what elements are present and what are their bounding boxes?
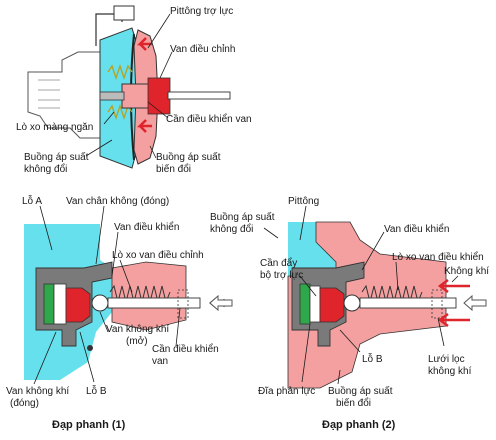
label-control-valve-right: Van điều khiển: [384, 223, 449, 235]
label-control-valve-left: Van điều khiển: [114, 221, 179, 233]
label-air-valve-open-1: Van không khí: [106, 324, 169, 335]
label-diaphragm-spring: Lò xo màng ngăn: [16, 122, 93, 133]
label-valve-rod-left-1: Cần điều khiển: [152, 343, 219, 355]
label-constant-chamber-right-1: Buồng áp suất: [210, 211, 275, 223]
label-push-rod-2: bộ trợ lực: [260, 270, 303, 281]
label-variable-chamber-right-1: Buồng áp suất: [328, 385, 393, 397]
label-valve-spring-right: Lò xo van điều khiển: [392, 251, 484, 263]
label-variable-chamber-top-1: Buồng áp suất: [156, 151, 221, 163]
label-air-valve-closed-1: Van không khí: [6, 386, 69, 397]
label-port-b-right: Lỗ B: [362, 352, 383, 365]
label-filter-2: không khí: [428, 366, 472, 377]
label-valve-rod-top: Cần điều khiển van: [166, 113, 252, 125]
label-push-rod-1: Cần đẩy: [260, 257, 297, 269]
label-port-a: Lỗ A: [22, 194, 42, 207]
label-air-valve-closed-2: (đóng): [10, 398, 39, 409]
caption-left: Đạp phanh (1): [52, 419, 126, 431]
label-piston-top: Pittông trợ lực: [170, 6, 233, 17]
label-constant-chamber-top-2: không đổi: [24, 163, 67, 175]
label-constant-chamber-right-2: không đổi: [210, 223, 253, 235]
label-constant-chamber-top-1: Buồng áp suất: [24, 151, 89, 163]
label-reaction-disc: Đĩa phản lực: [258, 386, 315, 397]
label-control-valve-top: Van điều chỉnh: [170, 43, 235, 55]
label-variable-chamber-right-2: biến đổi: [336, 397, 371, 409]
label-valve-spring-left: Lò xo van điều chỉnh: [112, 249, 204, 261]
label-vacuum-valve: Van chân không (đóng): [66, 196, 169, 207]
left-valve-drawing: [24, 224, 233, 380]
label-piston-right: Pittông: [288, 196, 319, 207]
label-valve-rod-left-2: van: [152, 356, 168, 367]
label-port-b-left: Lỗ B: [86, 384, 107, 397]
label-filter-1: Lưới lọc: [428, 354, 465, 365]
top-booster-drawing: [27, 5, 231, 169]
caption-right: Đạp phanh (2): [322, 419, 396, 431]
label-variable-chamber-top-2: biến đổi: [156, 163, 191, 175]
label-air-valve-open-2: (mở): [126, 335, 148, 347]
label-air: Không khí: [444, 266, 489, 277]
